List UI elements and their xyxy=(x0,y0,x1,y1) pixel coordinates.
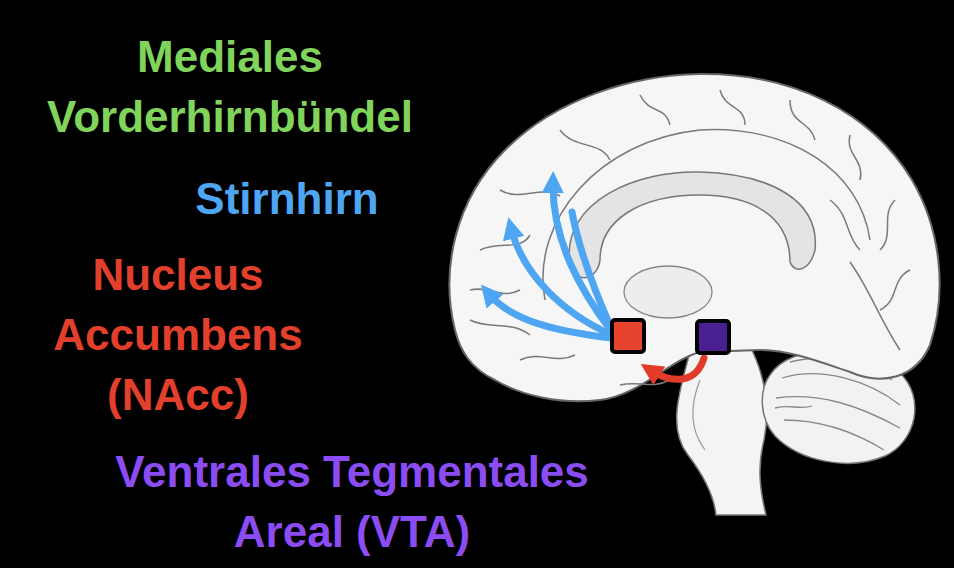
cerebrum xyxy=(449,74,939,401)
mesolimbic-arrow xyxy=(650,358,704,379)
gyri xyxy=(470,90,910,385)
pons-line xyxy=(693,380,705,450)
region-label: Nucleus Accumbens (NAcc) xyxy=(28,245,328,425)
region-label: Stirnhirn xyxy=(167,169,407,229)
vta-square xyxy=(697,321,729,353)
mesocortical-arrows xyxy=(488,182,612,338)
nacc-square xyxy=(612,320,644,352)
thalamus xyxy=(624,266,712,318)
region-label: Ventrales Tegmentales Areal (VTA) xyxy=(62,442,642,562)
region-label: Mediales Vorderhirnbündel xyxy=(10,27,450,147)
corpus-callosum xyxy=(569,172,815,278)
